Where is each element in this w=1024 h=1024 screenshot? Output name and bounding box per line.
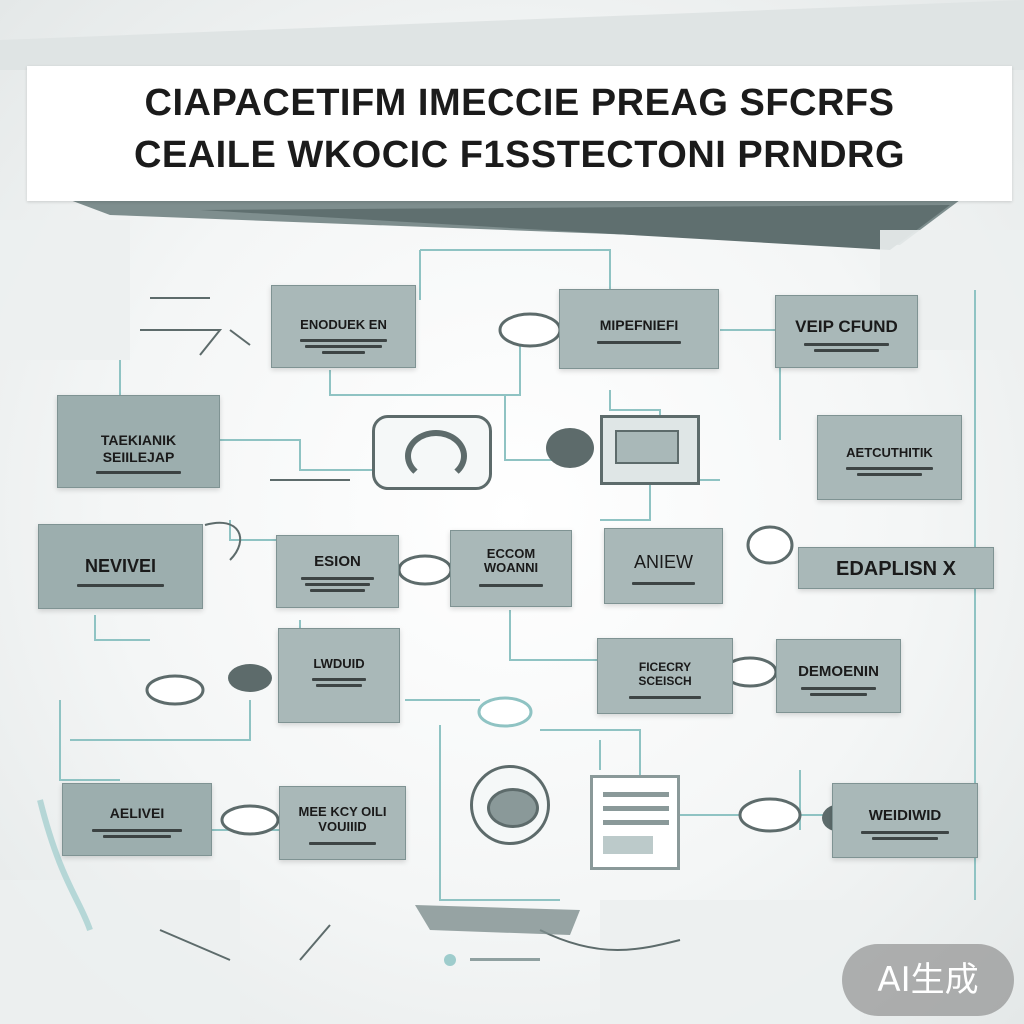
node-card-label: AETCUTHITIK <box>846 445 933 460</box>
node-card-label: ESION <box>314 553 361 570</box>
node-card-13: DEMOENIN <box>776 639 901 713</box>
node-card-6: NEVIVEI <box>38 524 203 609</box>
ai-generated-badge: AI生成 <box>842 944 1014 1016</box>
node-card-14: AELIVEI <box>62 783 212 856</box>
node-card-label: TAEKIANIK SEIILEJAP <box>100 432 177 465</box>
node-card-label: WEIDIWID <box>868 807 942 824</box>
sensor-device-icon <box>372 415 492 490</box>
node-card-3: VEIP CFUND <box>775 295 918 368</box>
node-card-5: AETCUTHITIK <box>817 415 962 500</box>
node-card-label: FICECRY SCEISCH <box>638 660 692 688</box>
node-card-16: WEIDIWID <box>832 783 978 858</box>
node-card-4: TAEKIANIK SEIILEJAP <box>57 395 220 488</box>
header-banner: CIAPACETIFM IMECCIE PREAG SFCRFS CEAILE … <box>27 66 1012 201</box>
banner-title-line-1: CIAPACETIFM IMECCIE PREAG SFCRFS <box>144 82 895 124</box>
node-card-label: MIPEFNIEFI <box>599 317 679 333</box>
banner-title-line-2: CEAILE WKOCIC F1SSTECTONI PRNDRG <box>133 134 906 176</box>
node-card-label: VEIP CFUND <box>795 317 898 336</box>
node-card-9: ANIEW <box>604 528 723 604</box>
node-card-label: EDAPLISN X <box>835 558 957 580</box>
monitor-device-icon <box>600 415 700 485</box>
node-card-10: EDAPLISN X <box>798 547 994 589</box>
node-card-label: ANIEW <box>633 552 693 572</box>
node-card-1: ENODUEK EN <box>271 285 416 368</box>
node-card-11: LWDUID <box>278 628 400 723</box>
node-card-label: ENODUEK EN <box>300 317 387 332</box>
node-card-label: NEVIVEI <box>84 556 157 576</box>
node-card-label: MEE KCY OILI VOUIIID <box>298 804 387 834</box>
dial-device-icon <box>470 765 550 845</box>
document-panel-icon <box>590 775 680 870</box>
node-card-2: MIPEFNIEFI <box>559 289 719 369</box>
node-card-8: ECCOM WOANNI <box>450 530 572 607</box>
node-card-15: MEE KCY OILI VOUIIID <box>279 786 406 860</box>
node-card-label: AELIVEI <box>109 805 165 821</box>
node-card-label: ECCOM WOANNI <box>483 546 539 576</box>
node-card-12: FICECRY SCEISCH <box>597 638 733 714</box>
node-card-label: LWDUID <box>313 656 365 671</box>
node-card-7: ESION <box>276 535 399 608</box>
node-card-label: DEMOENIN <box>798 663 879 680</box>
